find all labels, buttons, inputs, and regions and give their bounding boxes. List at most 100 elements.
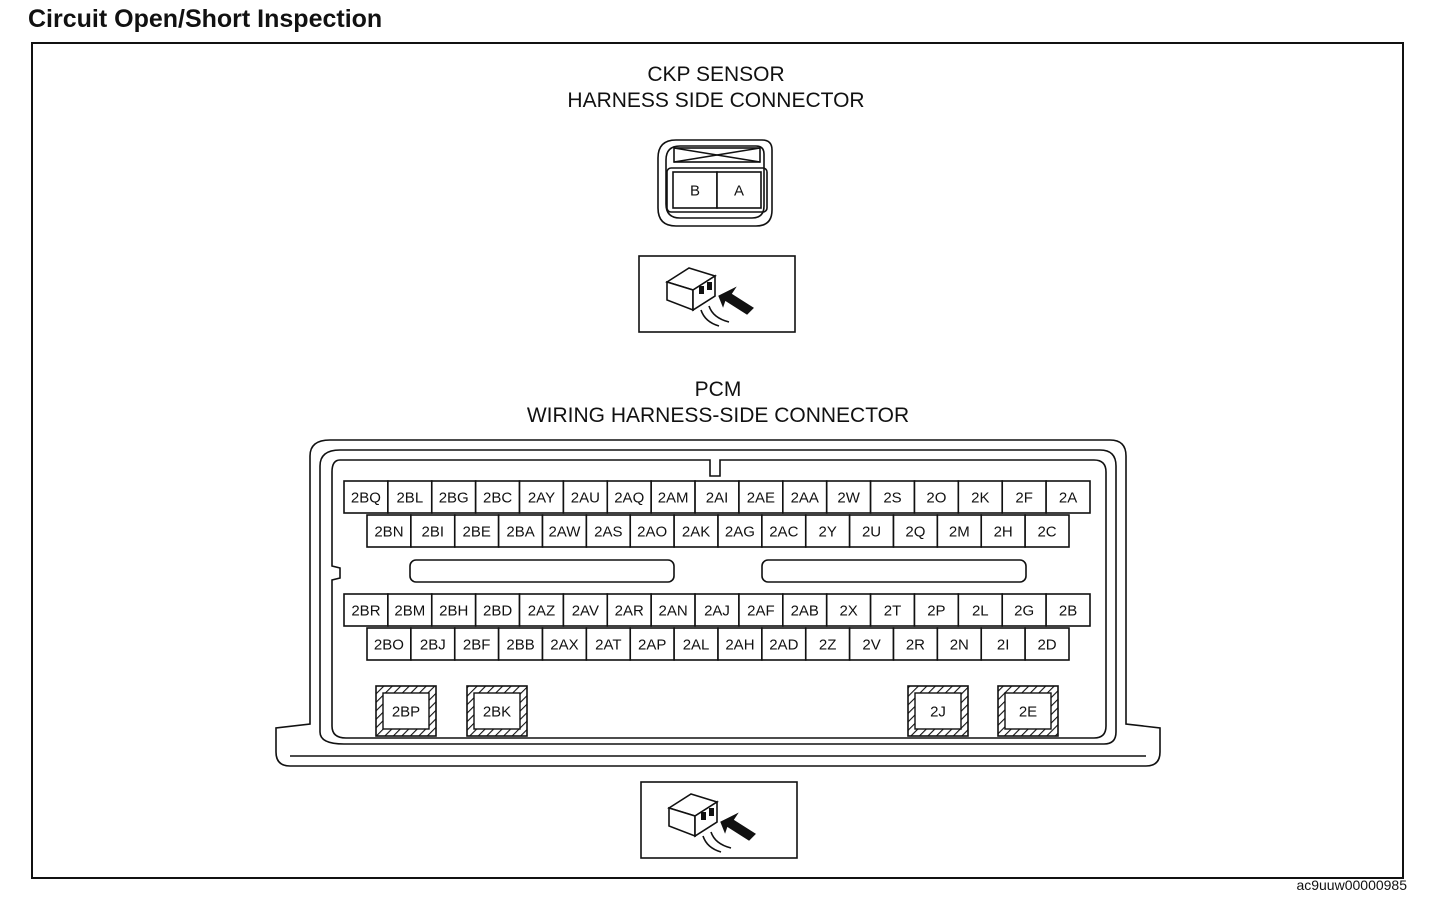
pin-cavity [716, 171, 762, 209]
pin-label: 2AE [747, 490, 775, 507]
pin-label: 2R [906, 637, 925, 654]
pin-label: 2AX [550, 637, 578, 654]
pin-label: 2X [839, 603, 857, 620]
pin-cavity [650, 593, 696, 627]
pcm-pin-2al: 2AL [673, 627, 719, 661]
pcm-pin-2v: 2V [848, 627, 895, 661]
pcm-pin-2ac: 2AC [761, 514, 807, 548]
pin-cavity [957, 480, 1004, 514]
pin-cavity [629, 627, 675, 661]
pin-cavity [474, 593, 521, 627]
pin-label: 2AB [791, 603, 819, 620]
pcm-pin-2ar: 2AR [606, 593, 652, 627]
pin-cavity [1001, 593, 1047, 627]
pin-label: 2BI [422, 524, 445, 541]
pin-label: 2BQ [351, 490, 381, 507]
pcm-pin-2bq: 2BQ [343, 480, 389, 514]
pin-label: 2BJ [420, 637, 446, 654]
pcm-pin-2q: 2Q [892, 514, 939, 548]
pin-label: 2AH [725, 637, 754, 654]
pcm-pin-2bh: 2BH [430, 593, 477, 627]
pcm-pin-2bp: 2BP [375, 685, 437, 737]
pcm-pin-2bd: 2BD [474, 593, 521, 627]
pin-label: 2BO [374, 637, 404, 654]
pin-cavity [1045, 480, 1091, 514]
pin-label: 2W [837, 490, 860, 507]
pin-label: 2BH [439, 603, 468, 620]
pcm-pin-2k: 2K [957, 480, 1004, 514]
pin-cavity [694, 480, 740, 514]
pin-cavity [1024, 514, 1070, 548]
pin-label: 2B [1059, 603, 1077, 620]
pin-label: 2BB [506, 637, 534, 654]
pcm-pin-2bb: 2BB [497, 627, 544, 661]
pin-label: 2AY [528, 490, 555, 507]
pin-label: 2P [927, 603, 945, 620]
pin-cavity [1024, 627, 1070, 661]
pcm-pin-2ad: 2AD [761, 627, 807, 661]
pcm-pin-2ae: 2AE [738, 480, 784, 514]
pin-label: 2Z [819, 637, 837, 654]
pin-cavity [738, 593, 784, 627]
pin-label: A [734, 183, 744, 200]
pin-label: 2AR [615, 603, 644, 620]
pin-cavity [629, 514, 675, 548]
pin-cavity [936, 514, 983, 548]
pin-cavity [980, 514, 1026, 548]
pin-label: 2F [1015, 490, 1033, 507]
pcm-pin-2ao: 2AO [629, 514, 675, 548]
pin-label: 2BK [483, 704, 511, 721]
pin-cavity [782, 593, 828, 627]
pcm-pin-2o: 2O [913, 480, 960, 514]
pin-cavity [518, 593, 565, 627]
pin-label: 2C [1037, 524, 1056, 541]
pin-cavity [673, 514, 719, 548]
pcm-pin-2bf: 2BF [453, 627, 500, 661]
pcm-pin-2aj: 2AJ [694, 593, 740, 627]
pin-cavity [562, 593, 609, 627]
ckp-caption-line2: HARNESS SIDE CONNECTOR [567, 89, 864, 112]
pin-label: 2Q [905, 524, 925, 541]
pin-label: 2BR [351, 603, 380, 620]
pin-cavity [453, 627, 500, 661]
pin-cavity [717, 514, 763, 548]
pin-label: 2AP [638, 637, 666, 654]
pcm-pin-2aq: 2AQ [606, 480, 652, 514]
pcm-pin-2ax: 2AX [541, 627, 588, 661]
pin-label: 2V [862, 637, 880, 654]
pcm-pin-2bk: 2BK [466, 685, 528, 737]
pcm-pin-2y: 2Y [804, 514, 851, 548]
pcm-pin-2w: 2W [825, 480, 872, 514]
connector-terminal-side-view-icon [640, 781, 798, 859]
pcm-pin-2ab: 2AB [782, 593, 828, 627]
pcm-pin-2an: 2AN [650, 593, 696, 627]
pin-label: 2AJ [704, 603, 730, 620]
pin-label: 2AS [594, 524, 622, 541]
pcm-pin-2aw: 2AW [541, 514, 588, 548]
pin-label: 2BC [483, 490, 512, 507]
pin-label: 2BG [439, 490, 469, 507]
pcm-pin-2p: 2P [913, 593, 960, 627]
pin-label: 2AF [747, 603, 775, 620]
pcm-caption-line1: PCM [695, 378, 742, 401]
pcm-pin-2at: 2AT [585, 627, 632, 661]
pcm-pin-2bg: 2BG [430, 480, 477, 514]
pin-cavity [387, 593, 433, 627]
pin-label: 2AL [683, 637, 710, 654]
pin-label: 2L [972, 603, 989, 620]
pin-label: 2T [884, 603, 902, 620]
pcm-pin-2am: 2AM [650, 480, 696, 514]
pcm-pin-2g: 2G [1001, 593, 1047, 627]
pin-cavity [913, 480, 960, 514]
pcm-pin-2as: 2AS [585, 514, 632, 548]
pcm-pin-2bn: 2BN [366, 514, 412, 548]
pcm-pin-2bl: 2BL [387, 480, 433, 514]
pin-cavity [913, 593, 960, 627]
pin-cavity [804, 627, 851, 661]
pcm-pin-2e: 2E [997, 685, 1059, 737]
pcm-pin-2h: 2H [980, 514, 1026, 548]
pcm-pin-2bj: 2BJ [410, 627, 456, 661]
pcm-pin-2br: 2BR [343, 593, 389, 627]
